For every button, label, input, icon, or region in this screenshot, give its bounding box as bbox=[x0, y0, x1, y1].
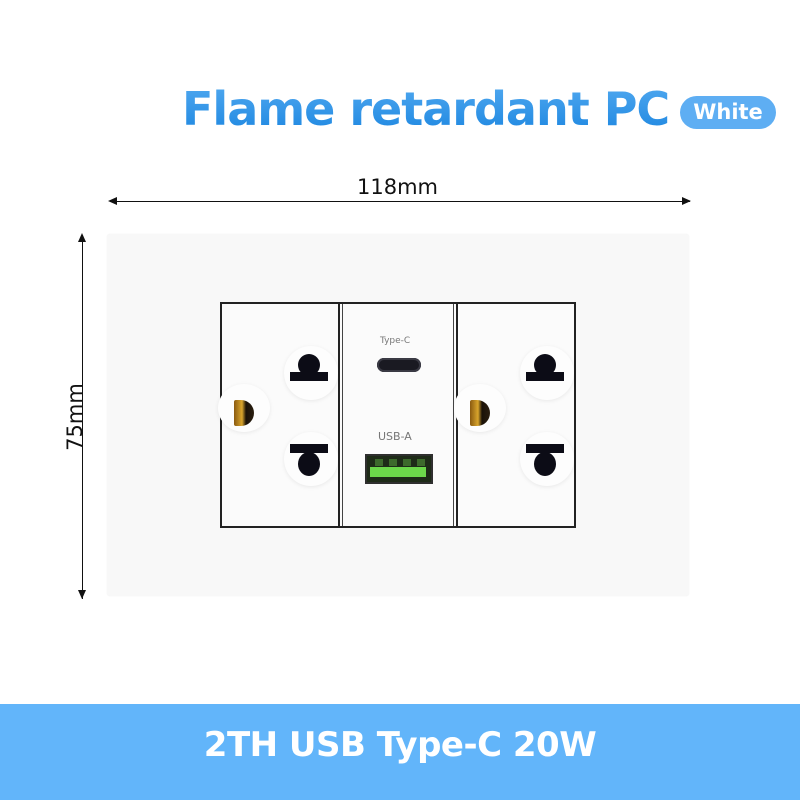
socket-module-right bbox=[454, 302, 576, 528]
color-badge: White bbox=[680, 96, 776, 129]
height-dimension-line bbox=[82, 235, 83, 599]
socket-module-left bbox=[218, 302, 340, 528]
socket-hole-bottom-icon bbox=[290, 444, 328, 480]
socket-hole-top-icon bbox=[526, 354, 564, 384]
usb-type-c-port-icon bbox=[377, 358, 421, 372]
usb-a-label: USB-A bbox=[378, 430, 412, 443]
earth-pin-icon bbox=[470, 400, 490, 426]
earth-pin-icon bbox=[234, 400, 254, 426]
socket-hole-bottom-icon bbox=[526, 444, 564, 480]
height-dimension-label: 75mm bbox=[63, 383, 87, 451]
width-dimension-label: 118mm bbox=[357, 175, 438, 199]
footer-banner bbox=[0, 704, 800, 800]
usb-a-port-icon bbox=[365, 454, 433, 484]
footer-text: 2TH USB Type-C 20W bbox=[203, 725, 597, 765]
socket-hole-top-icon bbox=[290, 354, 328, 384]
usb-module bbox=[340, 302, 456, 528]
arrow-up-icon bbox=[78, 233, 86, 242]
arrow-down-icon bbox=[78, 590, 86, 599]
arrow-right-icon bbox=[682, 197, 691, 205]
arrow-left-icon bbox=[108, 197, 117, 205]
type-c-label: Type-C bbox=[380, 336, 411, 346]
width-dimension-line bbox=[110, 201, 690, 202]
product-title: Flame retardant PC bbox=[182, 82, 670, 136]
